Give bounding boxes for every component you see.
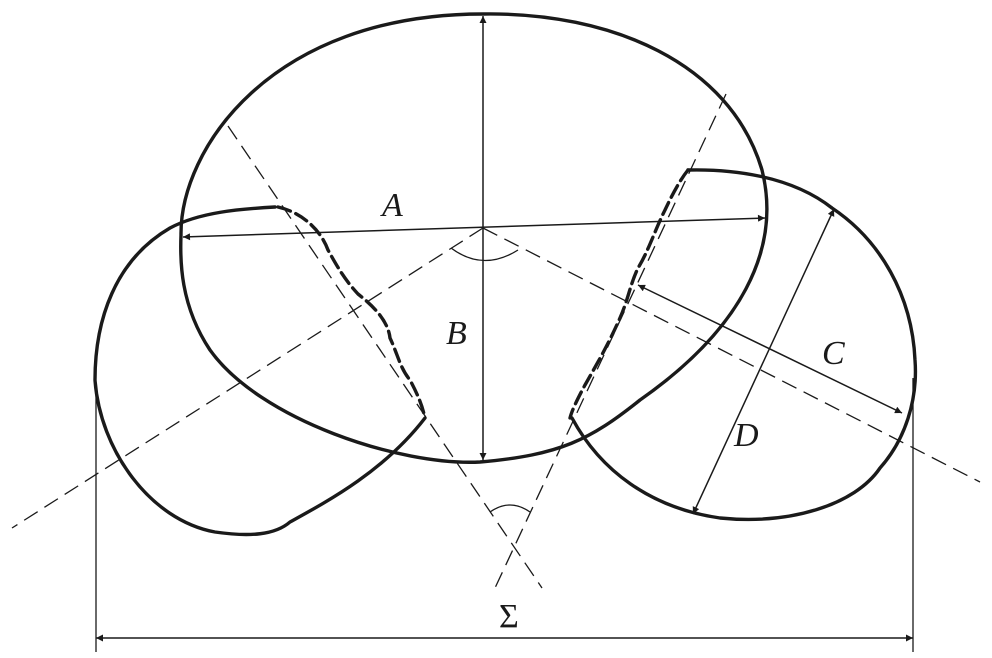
label-c: C [822, 335, 845, 372]
right-bead-outline [570, 168, 918, 522]
center-axis-right [482, 227, 981, 483]
angle-arc-top [450, 247, 519, 262]
center-axis-left [11, 227, 484, 529]
left-bead-outline [93, 205, 427, 537]
label-sum: Σ [499, 598, 519, 635]
dimension-line-d [692, 208, 835, 515]
angle-arc-bottom [489, 504, 531, 513]
left-bead-axis [227, 125, 543, 589]
dimension-line-a [182, 214, 766, 241]
label-d: D [733, 417, 759, 454]
label-a: A [380, 187, 403, 224]
central-bead-outline [179, 12, 769, 464]
right-fusion-boundary-dashed [568, 168, 690, 420]
right-bead-axis [494, 93, 727, 589]
label-b: B [446, 315, 467, 352]
